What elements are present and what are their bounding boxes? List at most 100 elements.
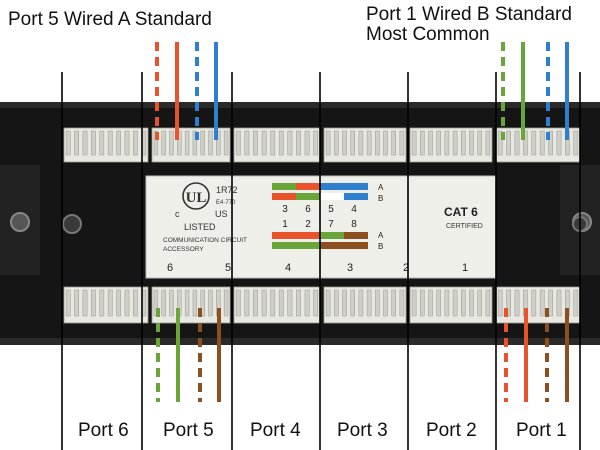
terminal-tooth bbox=[184, 289, 190, 317]
terminal-tooth bbox=[399, 130, 405, 156]
terminal-tooth bbox=[200, 289, 205, 317]
terminal-tooth bbox=[469, 289, 474, 317]
ul-us: US bbox=[215, 209, 228, 219]
plate-port-3: 3 bbox=[347, 262, 353, 274]
terminal-tooth bbox=[411, 289, 417, 317]
terminal-tooth bbox=[383, 130, 388, 156]
terminal-tooth bbox=[313, 130, 319, 156]
terminal-tooth bbox=[223, 289, 229, 317]
accessory-line-2: ACCESSORY bbox=[163, 246, 204, 253]
terminal-tooth bbox=[133, 289, 138, 317]
ul-c: c bbox=[175, 209, 180, 219]
terminal-tooth bbox=[296, 130, 301, 156]
terminal-tooth bbox=[304, 130, 310, 156]
terminal-tooth bbox=[556, 130, 562, 156]
terminal-tooth bbox=[444, 130, 450, 156]
terminal-tooth bbox=[539, 130, 545, 156]
terminal-tooth bbox=[506, 289, 511, 317]
terminal-tooth bbox=[287, 130, 293, 156]
terminal-tooth bbox=[153, 289, 159, 317]
color-stripe bbox=[320, 193, 344, 200]
terminal-tooth bbox=[350, 289, 355, 317]
color-stripe bbox=[320, 232, 344, 239]
ab-bottom-b: B bbox=[378, 242, 383, 251]
terminal-tooth bbox=[342, 289, 347, 317]
terminal-tooth bbox=[208, 130, 213, 156]
terminal-tooth bbox=[334, 130, 339, 156]
pin-3: 3 bbox=[282, 204, 288, 215]
terminal-tooth bbox=[477, 130, 482, 156]
terminal-tooth bbox=[428, 289, 433, 317]
terminal-tooth bbox=[452, 289, 458, 317]
terminal-tooth bbox=[334, 289, 339, 317]
pin-1: 1 bbox=[282, 219, 288, 230]
terminal-tooth bbox=[548, 130, 553, 156]
cat6-label: CAT 6 bbox=[444, 205, 478, 219]
wire-leads bbox=[155, 42, 569, 402]
terminal-tooth bbox=[82, 130, 88, 156]
terminal-tooth bbox=[366, 289, 372, 317]
terminal-tooth bbox=[411, 130, 417, 156]
terminal-tooth bbox=[287, 289, 293, 317]
terminal-tooth bbox=[192, 289, 198, 317]
terminal-tooth bbox=[244, 130, 250, 156]
terminal-tooth bbox=[436, 130, 441, 156]
terminal-tooth bbox=[514, 130, 520, 156]
terminal-tooth bbox=[270, 289, 276, 317]
terminal-tooth bbox=[99, 289, 105, 317]
terminal-tooth bbox=[253, 289, 258, 317]
panel-top-edge bbox=[0, 102, 600, 108]
terminal-tooth bbox=[65, 289, 71, 317]
plate-port-6: 6 bbox=[167, 262, 173, 274]
terminal-tooth bbox=[253, 130, 258, 156]
terminal-tooth bbox=[261, 130, 267, 156]
terminal-tooth bbox=[153, 130, 159, 156]
terminal-tooth bbox=[169, 289, 174, 317]
terminal-tooth bbox=[461, 289, 466, 317]
terminal-tooth bbox=[506, 130, 511, 156]
port-label-6: Port 6 bbox=[78, 420, 129, 441]
terminal-tooth bbox=[313, 289, 319, 317]
terminal-tooth bbox=[420, 130, 425, 156]
ul-logo-icon bbox=[182, 182, 210, 210]
terminal-tooth bbox=[200, 130, 205, 156]
terminal-tooth bbox=[161, 130, 166, 156]
terminal-tooth bbox=[548, 289, 553, 317]
ab-top-b: B bbox=[378, 194, 383, 203]
caption-port5-standard-a: Port 5 Wired A Standard bbox=[8, 9, 212, 30]
pin-5: 5 bbox=[328, 204, 334, 215]
color-stripe bbox=[296, 193, 320, 200]
terminal-tooth bbox=[169, 130, 174, 156]
terminal-tooth bbox=[124, 130, 130, 156]
terminal-tooth bbox=[399, 289, 405, 317]
terminal-tooth bbox=[208, 289, 213, 317]
port-label-1: Port 1 bbox=[516, 420, 567, 441]
bottom-terminal-row bbox=[63, 286, 581, 324]
color-code-stripes bbox=[272, 183, 368, 249]
terminal-tooth bbox=[278, 289, 284, 317]
ab-bottom-a: A bbox=[378, 231, 384, 240]
port-label-4: Port 4 bbox=[250, 420, 301, 441]
color-stripe bbox=[296, 242, 320, 249]
panel-bottom-edge bbox=[0, 338, 600, 345]
plate-port-4: 4 bbox=[285, 262, 291, 274]
port-label-2: Port 2 bbox=[426, 420, 477, 441]
terminal-tooth bbox=[296, 289, 301, 317]
terminal-tooth bbox=[375, 130, 380, 156]
terminal-tooth bbox=[444, 289, 450, 317]
port-label-3: Port 3 bbox=[337, 420, 388, 441]
pin-7: 7 bbox=[328, 219, 334, 230]
terminal-tooth bbox=[91, 130, 96, 156]
ul-file: E4·770 bbox=[216, 200, 236, 206]
terminal-tooth bbox=[391, 289, 396, 317]
terminal-tooth bbox=[523, 130, 528, 156]
ab-top-a: A bbox=[378, 183, 384, 192]
color-stripe bbox=[272, 232, 296, 239]
terminal-tooth bbox=[556, 289, 562, 317]
port-separator-lines bbox=[61, 72, 581, 450]
terminal-tooth bbox=[304, 289, 310, 317]
terminal-tooth bbox=[358, 289, 364, 317]
terminal-tooth bbox=[261, 289, 267, 317]
caption-port1-standard-b: Port 1 Wired B Standard bbox=[366, 4, 572, 25]
